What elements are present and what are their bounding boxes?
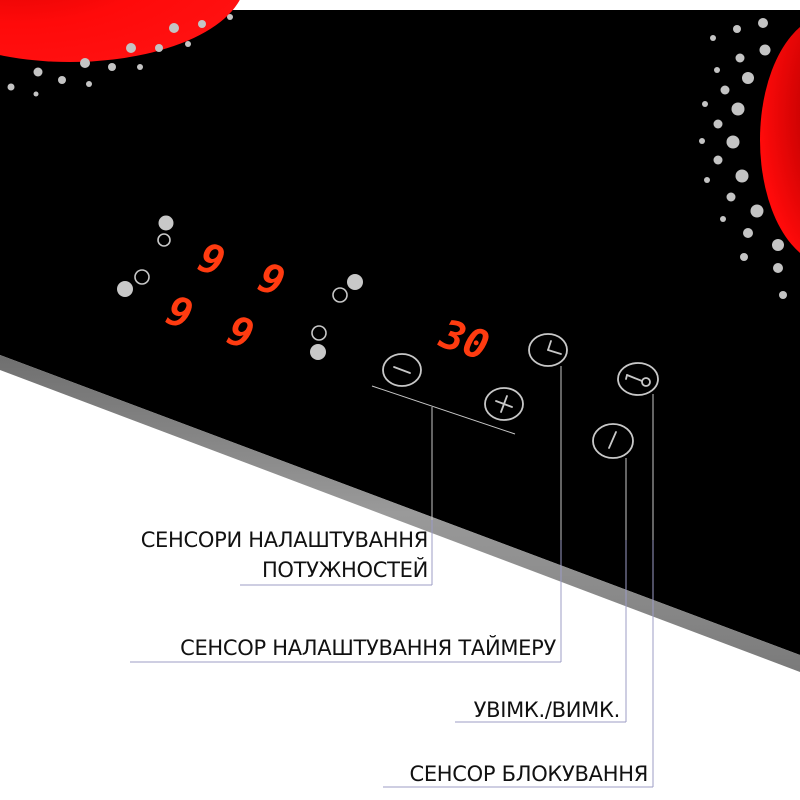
minus-icon (393, 366, 411, 374)
key-icon (625, 374, 651, 387)
power-button[interactable] (592, 423, 634, 459)
indicator-left-filled (117, 281, 133, 297)
indicator-left-ring (134, 269, 150, 285)
indicator-bottom-filled (310, 344, 326, 360)
glass-panel (0, 10, 800, 655)
label-power-level-sensors: СЕНСОРИ НАЛАШТУВАННЯ ПОТУЖНОСТЕЙ (140, 527, 429, 583)
lock-button[interactable] (617, 362, 659, 396)
label-lock-sensor: СЕНСОР БЛОКУВАННЯ (409, 762, 648, 786)
label-power-level-line1: СЕНСОРИ НАЛАШТУВАННЯ (140, 528, 429, 552)
plus-button[interactable] (484, 387, 524, 421)
burner-right (760, 27, 800, 253)
power-icon (608, 431, 617, 449)
decor-dots-right (699, 18, 787, 299)
callout-lines-lower (130, 520, 654, 788)
timer-button[interactable] (528, 333, 568, 367)
indicator-right-ring (332, 287, 348, 303)
indicator-top-left-ring (157, 233, 171, 247)
decor-dots-left (7, 14, 233, 97)
indicator-bottom-ring (311, 325, 327, 341)
minus-button[interactable] (382, 353, 422, 387)
clock-icon (547, 340, 562, 355)
label-power-level-line2: ПОТУЖНОСТЕЙ (261, 558, 428, 582)
label-on-off: УВІМК./ВИМК. (473, 698, 621, 722)
plus-icon (495, 395, 513, 413)
burner-top-left (0, 0, 240, 62)
indicator-right-filled (347, 274, 363, 290)
callout-lines (371, 366, 654, 540)
indicator-top-left-filled (158, 215, 174, 231)
label-timer-sensor: СЕНСОР НАЛАШТУВАННЯ ТАЙМЕРУ (180, 636, 556, 660)
zone-indicators (117, 215, 363, 360)
panel-edge (0, 355, 800, 672)
